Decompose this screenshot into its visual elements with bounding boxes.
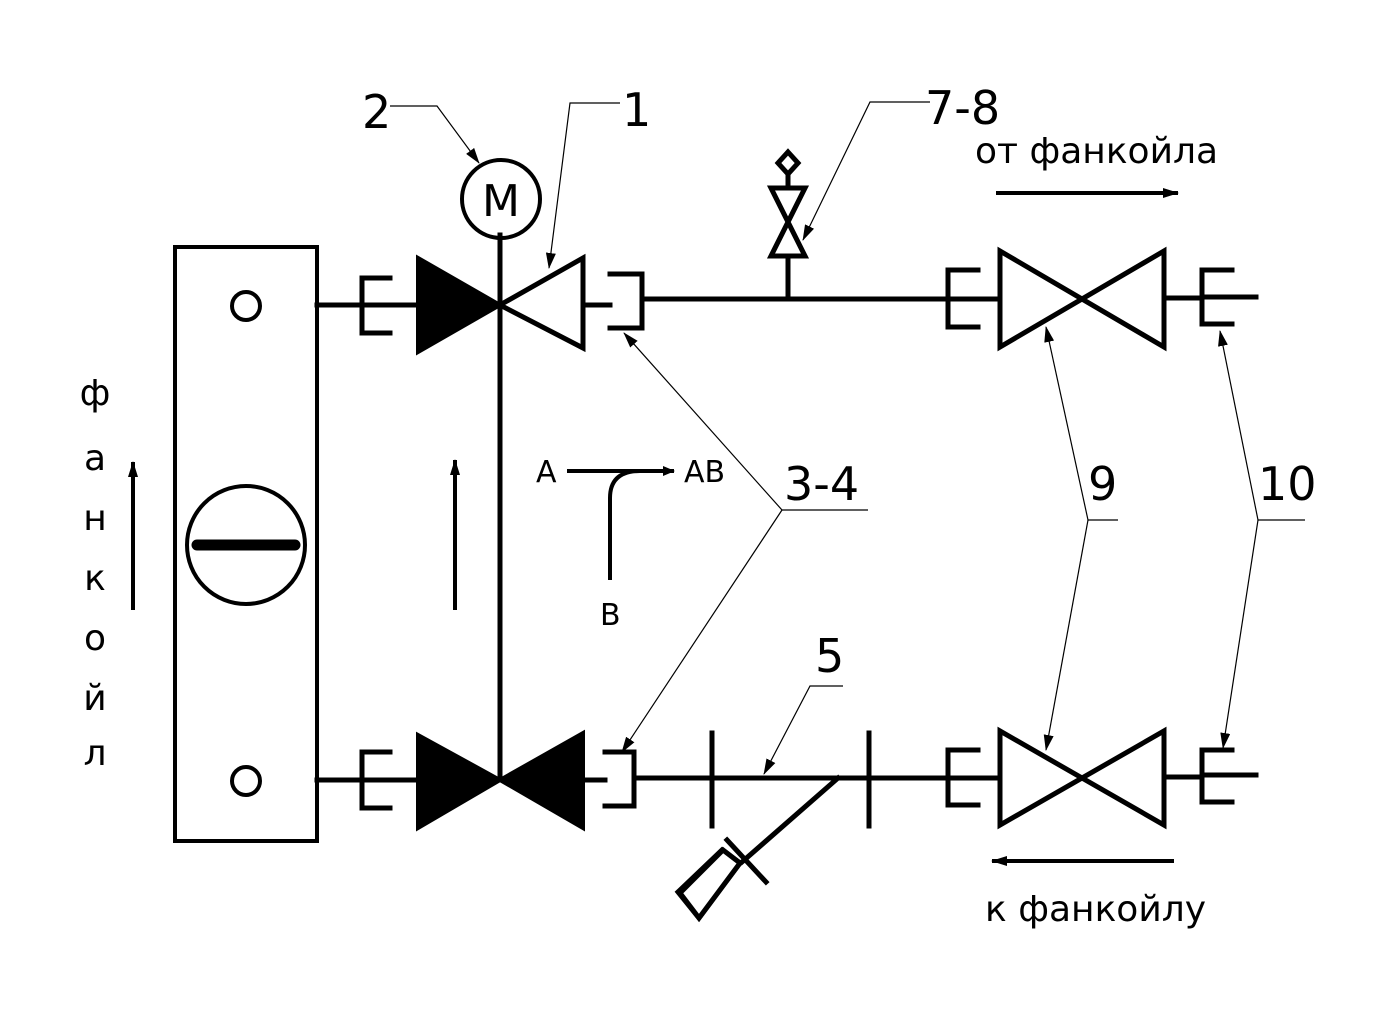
callout-7-8: 7-8 xyxy=(802,81,1000,241)
callout-5: 5 xyxy=(763,629,844,775)
callout-3-4-number: 3-4 xyxy=(784,457,859,511)
port-a-label: A xyxy=(536,455,557,490)
fancoil-unit xyxy=(173,245,319,843)
bottom-valve-right-half xyxy=(495,729,585,832)
strainer-drain xyxy=(738,774,842,866)
fancoil-letter-1: ф xyxy=(80,373,111,414)
air-vent-cap xyxy=(774,148,802,178)
port-ab-label: AB xyxy=(684,455,725,490)
three-way-valve-right-half xyxy=(494,253,586,353)
port-b-label: B xyxy=(600,598,621,633)
callout-5-number: 5 xyxy=(815,629,844,683)
fancoil-letter-2: а xyxy=(84,438,106,479)
callout-7-8-number: 7-8 xyxy=(925,81,1000,135)
to-fancoil-text: к фанкойлу xyxy=(985,889,1206,930)
fancoil-letter-5: о xyxy=(84,618,106,659)
bottom-return-line xyxy=(314,726,1259,923)
fancoil-letter-7: л xyxy=(83,733,106,774)
fancoil-letter-3: н xyxy=(83,498,107,539)
fancoil-letter-4: к xyxy=(84,558,106,599)
callout-9-number: 9 xyxy=(1088,457,1117,511)
callout-10-number: 10 xyxy=(1258,457,1317,511)
shutoff-valve-bottom xyxy=(997,726,1167,830)
shutoff-valve-top xyxy=(997,246,1167,352)
coupling-top xyxy=(607,271,645,331)
fancoil-vertical-label: ф а н к о й л xyxy=(80,373,138,774)
three-way-valve-left-half xyxy=(416,254,505,356)
three-way-flow-schematic: A AB B xyxy=(536,455,725,633)
callout-3-4: 3-4 xyxy=(621,332,868,753)
callout-10: 10 xyxy=(1218,330,1317,749)
fancoil-letter-6: й xyxy=(83,678,106,719)
callout-1-number: 1 xyxy=(622,83,651,137)
callout-2: 2 xyxy=(362,85,480,164)
callout-2-number: 2 xyxy=(362,85,391,139)
actuator: M xyxy=(460,158,542,240)
from-fancoil-text: от фанкойла xyxy=(975,131,1218,172)
coupling-bottom xyxy=(602,749,637,809)
bottom-valve-left-half xyxy=(416,731,505,832)
air-vent-valve xyxy=(766,185,810,259)
callout-9: 9 xyxy=(1043,326,1118,751)
motor-letter: M xyxy=(482,176,520,227)
callout-1: 1 xyxy=(545,83,651,269)
top-supply-line xyxy=(314,148,1259,356)
